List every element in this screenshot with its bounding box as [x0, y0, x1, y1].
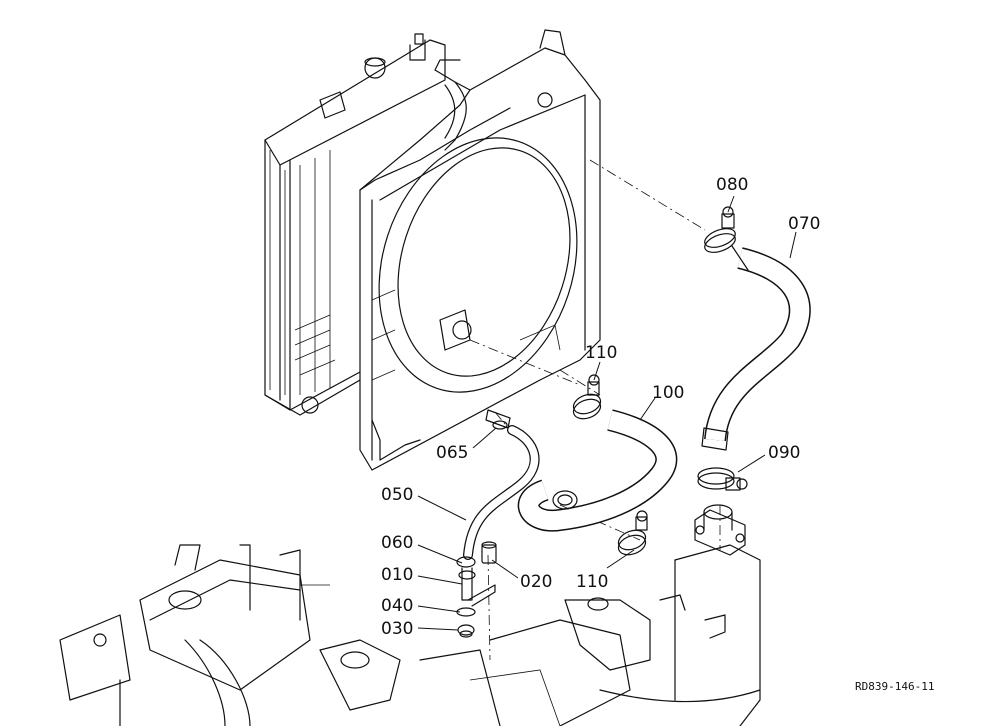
radiator-core [264, 33, 446, 416]
part-label-020: 020 [520, 572, 552, 592]
hose-clamp-110-upper [572, 374, 602, 420]
part-label-060: 060 [381, 533, 413, 553]
part-label-100: 100 [652, 383, 684, 403]
part-label-010: 010 [381, 565, 413, 585]
part-label-080: 080 [716, 175, 748, 195]
hose-clamp-090 [697, 467, 748, 491]
overflow-tube [463, 425, 540, 560]
clip-065 [485, 409, 511, 430]
part-labels: 080 070 110 100 090 065 050 060 020 110 … [381, 175, 934, 693]
part-label-050: 050 [381, 485, 413, 505]
part-label-065: 065 [436, 443, 468, 463]
machine-frame [59, 544, 761, 726]
water-outlet-flange [694, 504, 746, 556]
reserve-tank-fittings [456, 541, 497, 638]
part-label-090: 090 [768, 443, 800, 463]
part-label-030: 030 [381, 619, 413, 639]
leader-lines [417, 195, 797, 631]
part-label-040: 040 [381, 596, 413, 616]
hose-clamp-110-lower [617, 510, 648, 556]
hose-clamp-080 [704, 206, 736, 253]
part-label-070: 070 [788, 214, 820, 234]
upper-radiator-hose [701, 245, 811, 451]
part-label-110-upper: 110 [585, 343, 617, 363]
diagram-reference-code: RD839-146-11 [855, 680, 934, 693]
fan-shroud [359, 29, 601, 471]
lower-radiator-hose [517, 409, 678, 532]
part-label-110-lower: 110 [576, 572, 608, 592]
